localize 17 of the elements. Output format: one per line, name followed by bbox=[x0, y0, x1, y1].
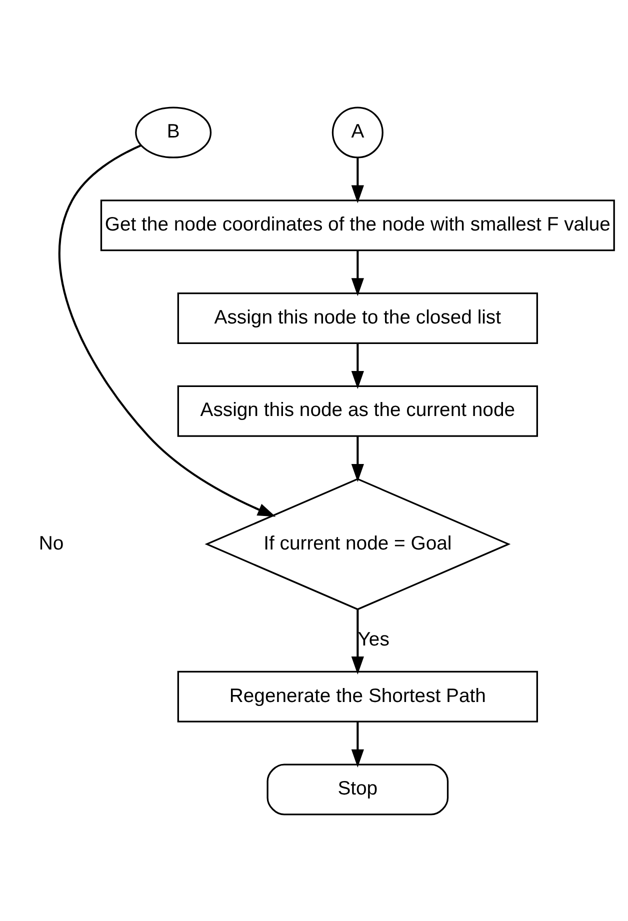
arrow bbox=[351, 721, 364, 767]
arrow bbox=[351, 342, 364, 389]
arrow bbox=[351, 436, 364, 482]
arrow bbox=[351, 250, 364, 296]
node-ellipse: B bbox=[135, 106, 212, 158]
arrow bbox=[351, 608, 364, 674]
node-circle: A bbox=[332, 106, 384, 158]
arrow bbox=[351, 157, 364, 203]
node-box: Stop bbox=[266, 763, 449, 815]
node-box: Assign this node as the current node bbox=[177, 384, 538, 436]
node-diamond: If current node = Goal bbox=[204, 478, 511, 610]
node-box: Get the node coordinates of the node with smallest F value bbox=[100, 199, 615, 251]
label: No bbox=[38, 532, 64, 554]
node-box: Assign this node to the closed list bbox=[177, 292, 538, 344]
node-box: Regenerate the Shortest Path bbox=[177, 670, 538, 722]
edge-label: Yes bbox=[358, 628, 390, 650]
arrow bbox=[58, 144, 276, 516]
